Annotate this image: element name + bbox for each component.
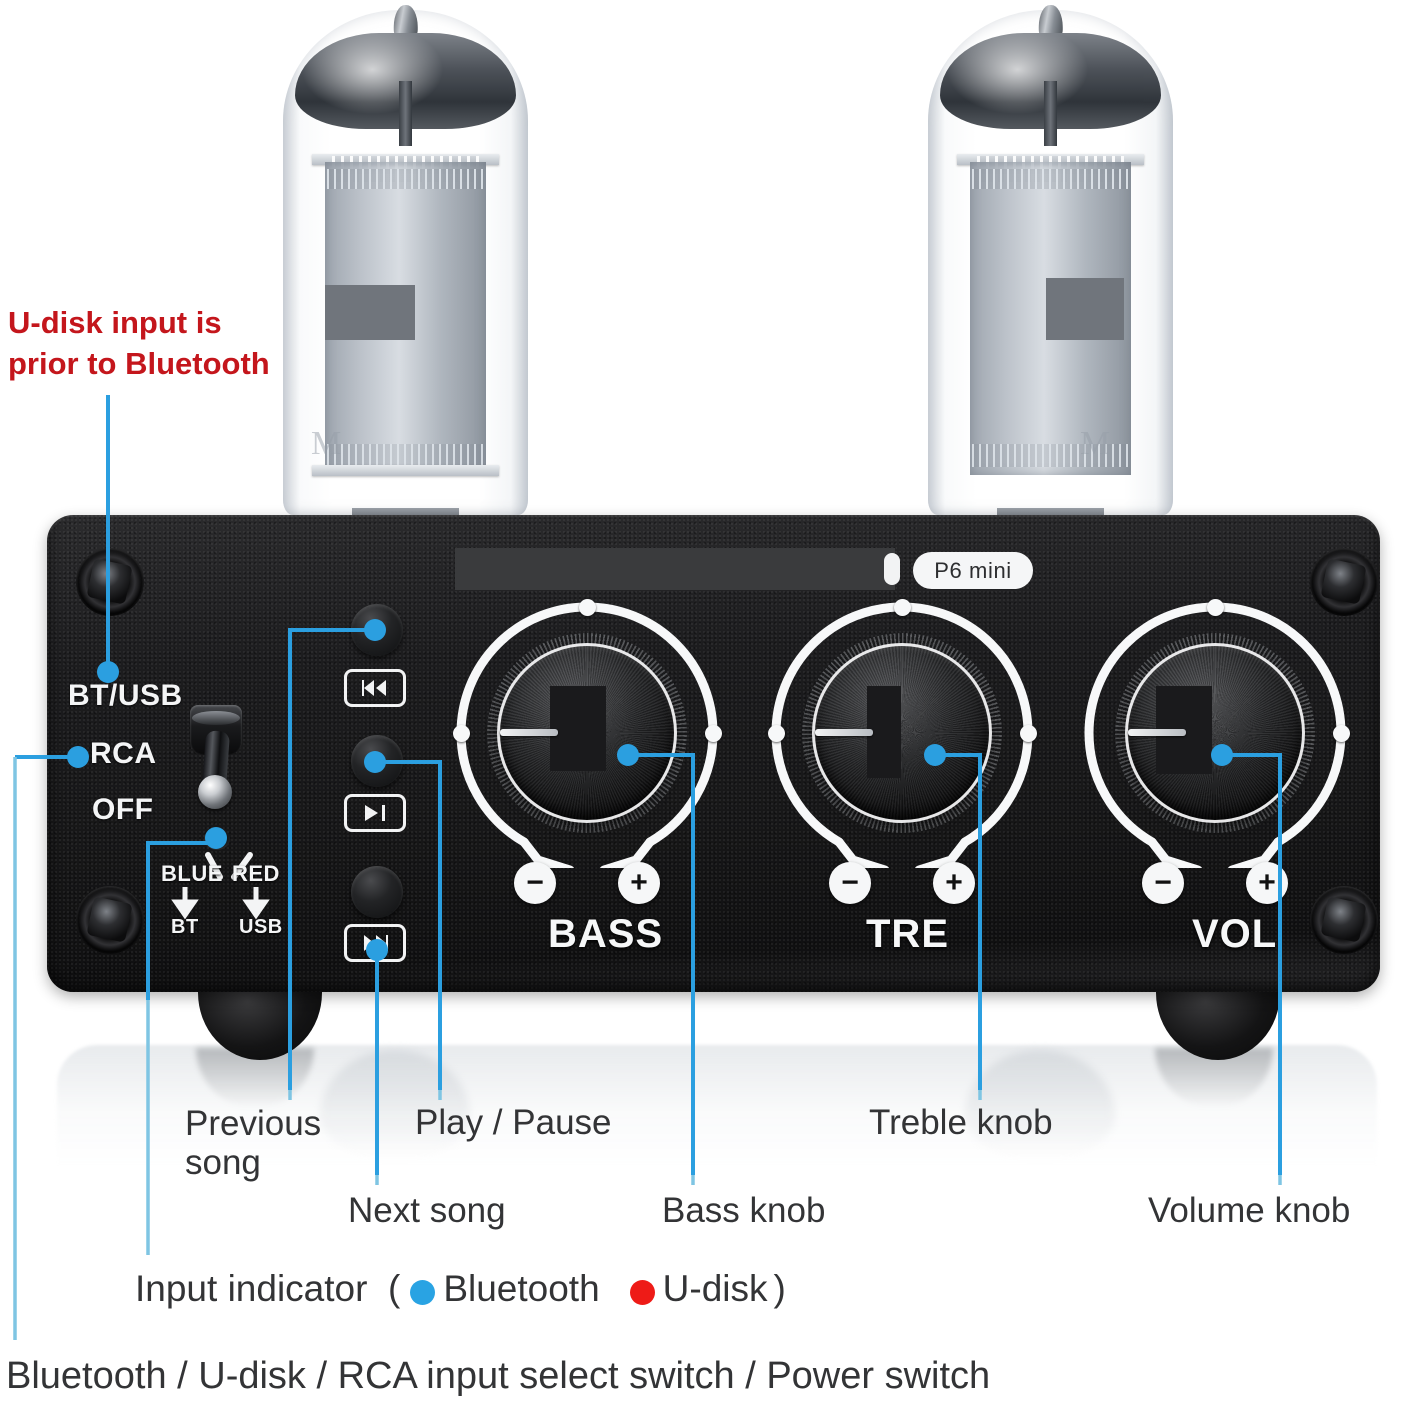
treble-arc-dot-top <box>894 599 911 616</box>
tube-mica-bottom <box>312 464 499 476</box>
treble-plus-marker: + <box>933 862 975 904</box>
treble-knob-group[interactable]: − + <box>767 598 1037 928</box>
tube-etched-mark: M <box>1080 425 1114 462</box>
tube-redaction-block <box>1046 278 1124 340</box>
label-led-blue-target: BT <box>171 916 199 938</box>
vacuum-tube-left: M <box>283 4 528 527</box>
treble-arc-dot-left <box>768 725 785 742</box>
volume-knob-pointer <box>1128 729 1186 736</box>
treble-knob-label: TRE <box>866 912 949 956</box>
treble-minus-marker: − <box>829 862 871 904</box>
tube-grid-top <box>972 169 1129 190</box>
bass-knob-pointer <box>500 729 558 736</box>
udisk-indicator-dot <box>629 1279 655 1305</box>
model-badge: P6 mini <box>913 552 1033 589</box>
treble-knob-pointer <box>815 729 873 736</box>
label-led-blue: BLUE <box>161 861 223 886</box>
corner-screw-top-right <box>1310 548 1378 616</box>
label-bt-usb: BT/USB <box>68 679 183 712</box>
previous-song-button[interactable] <box>351 604 403 656</box>
bass-arc-dot-top <box>579 599 596 616</box>
label-led-red-target: USB <box>239 916 283 938</box>
bass-knob-group[interactable]: − + <box>452 598 722 928</box>
tube-etched-mark: M <box>311 425 345 462</box>
label-off: OFF <box>92 793 154 826</box>
bass-minus-marker: − <box>514 862 556 904</box>
input-indicator-udisk-label: U-disk <box>662 1268 768 1309</box>
play-pause-button[interactable] <box>351 735 403 787</box>
display-edge-marker <box>884 553 900 585</box>
callout-previous-song: Previous song <box>185 1104 322 1183</box>
bass-arc-dot-left <box>453 725 470 742</box>
callout-bass-knob: Bass knob <box>662 1191 826 1230</box>
callout-next-song: Next song <box>348 1191 506 1230</box>
volume-minus-marker: − <box>1142 862 1184 904</box>
oled-display-redacted <box>455 548 895 590</box>
volume-knob-label: VOL <box>1192 912 1278 956</box>
tube-grid-top <box>327 169 484 190</box>
callout-treble-knob: Treble knob <box>869 1103 1053 1142</box>
corner-screw-bottom-right <box>1310 886 1378 954</box>
callout-volume-knob: Volume knob <box>1148 1191 1351 1230</box>
treble-arc-dot-right <box>1020 725 1037 742</box>
bass-knob-redaction <box>550 686 606 771</box>
corner-screw-bottom-left <box>76 886 144 954</box>
callout-bottom-caption: Bluetooth / U-disk / RCA input select sw… <box>6 1355 991 1397</box>
volume-knob-rim <box>1125 643 1305 823</box>
corner-screw-top-left <box>76 548 144 616</box>
input-indicator-text: Input indicator ( <box>135 1268 401 1309</box>
bluetooth-indicator-dot <box>410 1279 436 1305</box>
callout-input-indicator: Input indicator ( Bluetooth U-disk ) <box>135 1268 786 1310</box>
tube-stem <box>1044 80 1057 147</box>
tube-grid-bottom <box>327 444 484 468</box>
previous-track-icon <box>344 669 406 707</box>
play-pause-icon <box>344 794 406 832</box>
next-song-button[interactable] <box>351 866 403 918</box>
input-indicator-bluetooth-label: Bluetooth <box>443 1268 600 1309</box>
toggle-ring <box>192 711 240 725</box>
tube-redaction-block <box>325 285 415 340</box>
bass-knob-rim <box>497 643 677 823</box>
tube-reflection-right <box>965 1050 1115 1160</box>
note-udisk-priority: U-disk input is prior to Bluetooth <box>8 305 270 381</box>
bass-knob-label: BASS <box>548 912 664 956</box>
next-track-icon <box>344 924 406 962</box>
volume-arc-dot-top <box>1207 599 1224 616</box>
volume-plus-marker: + <box>1246 862 1288 904</box>
bass-plus-marker: + <box>618 862 660 904</box>
input-indicator-suffix: ) <box>773 1268 786 1309</box>
tube-grid-bottom <box>972 444 1129 468</box>
label-rca: RCA <box>90 737 157 770</box>
toggle-tip[interactable] <box>198 775 232 809</box>
surface-reflection <box>57 1045 1377 1165</box>
callout-play-pause: Play / Pause <box>415 1103 612 1142</box>
tube-stem <box>399 80 412 147</box>
treble-knob-rim <box>812 643 992 823</box>
label-led-red: RED <box>232 861 280 886</box>
input-select-toggle-switch[interactable] <box>186 705 246 817</box>
bass-arc-dot-right <box>705 725 722 742</box>
vacuum-tube-right: M <box>928 4 1173 527</box>
volume-arc-dot-right <box>1333 725 1350 742</box>
volume-knob-group[interactable]: − + <box>1080 598 1350 928</box>
volume-knob-arc <box>1084 602 1346 868</box>
